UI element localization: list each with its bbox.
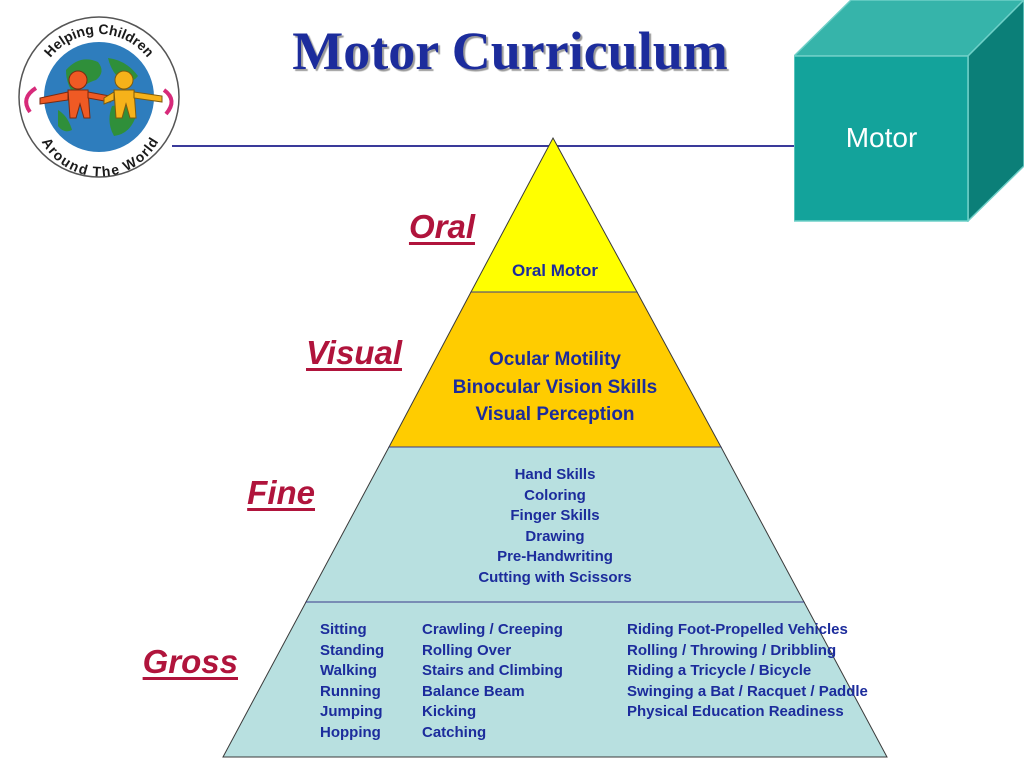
- tier-item: Crawling / Creeping: [422, 621, 563, 638]
- tier-item: Coloring: [524, 486, 586, 504]
- level-label-fine: Fine: [247, 474, 315, 511]
- cube-label: Motor: [845, 122, 918, 153]
- tier-item: Hopping: [320, 723, 381, 741]
- tier-item: Rolling Over: [422, 641, 512, 659]
- tier-item: Binocular Vision Skills: [452, 376, 658, 398]
- tier-fine-text: Hand Skills Coloring Finger Skills Drawi…: [405, 465, 705, 588]
- level-label-oral: Oral: [408, 208, 475, 245]
- tier-item: Sitting: [320, 621, 367, 638]
- title-divider: [172, 145, 794, 147]
- tier-item: Riding Foot-Propelled Vehicles: [627, 621, 848, 638]
- tier-gross-col3: Riding Foot-Propelled Vehicles Rolling /…: [627, 620, 868, 723]
- level-label-visual: Visual: [306, 334, 402, 371]
- tier-item: Catching: [422, 723, 487, 741]
- tier-item: Visual Perception: [475, 404, 635, 425]
- tier-item: Kicking: [422, 703, 477, 720]
- tier-item: Walking: [320, 662, 377, 679]
- tier-item: Ocular Motility: [489, 349, 621, 370]
- tier-item: Balance Beam: [422, 682, 525, 700]
- tier-item: Rolling / Throwing / Dribbling: [627, 641, 837, 659]
- tier-item: Swinging a Bat / Racquet / Paddle: [627, 682, 868, 700]
- helping-children-logo: Helping Children Around The World: [18, 16, 180, 180]
- tier-visual-text: Ocular Motility Binocular Vision Skills …: [405, 346, 705, 429]
- level-label-gross: Gross: [142, 643, 238, 680]
- tier-gross-col2: Crawling / Creeping Rolling Over Stairs …: [422, 620, 563, 743]
- tier-item: Pre-Handwriting: [497, 548, 613, 565]
- tier-item: Drawing: [525, 527, 585, 545]
- tier-gross-col1: Sitting Standing Walking Running Jumping…: [320, 620, 384, 743]
- page-title: Motor Curriculum: [292, 21, 728, 81]
- tier-item: Stairs and Climbing: [422, 662, 563, 679]
- tier-item: Cutting with Scissors: [478, 568, 632, 586]
- tier-oral-text: Oral Motor: [455, 261, 655, 281]
- tier-item: Finger Skills: [510, 507, 600, 524]
- child-figure-icon: [103, 70, 163, 119]
- tier-item: Hand Skills: [514, 466, 596, 483]
- tier-item: Standing: [320, 641, 385, 659]
- motor-cube: [794, 0, 1024, 222]
- tier-item: Oral Motor: [512, 261, 598, 280]
- tier-item: Physical Education Readiness: [627, 703, 844, 720]
- child-figure-icon: [39, 70, 111, 119]
- tier-item: Riding a Tricycle / Bicycle: [627, 662, 812, 679]
- tier-item: Running: [320, 682, 381, 700]
- cube-front-face: [794, 55, 969, 222]
- tier-item: Jumping: [320, 703, 383, 720]
